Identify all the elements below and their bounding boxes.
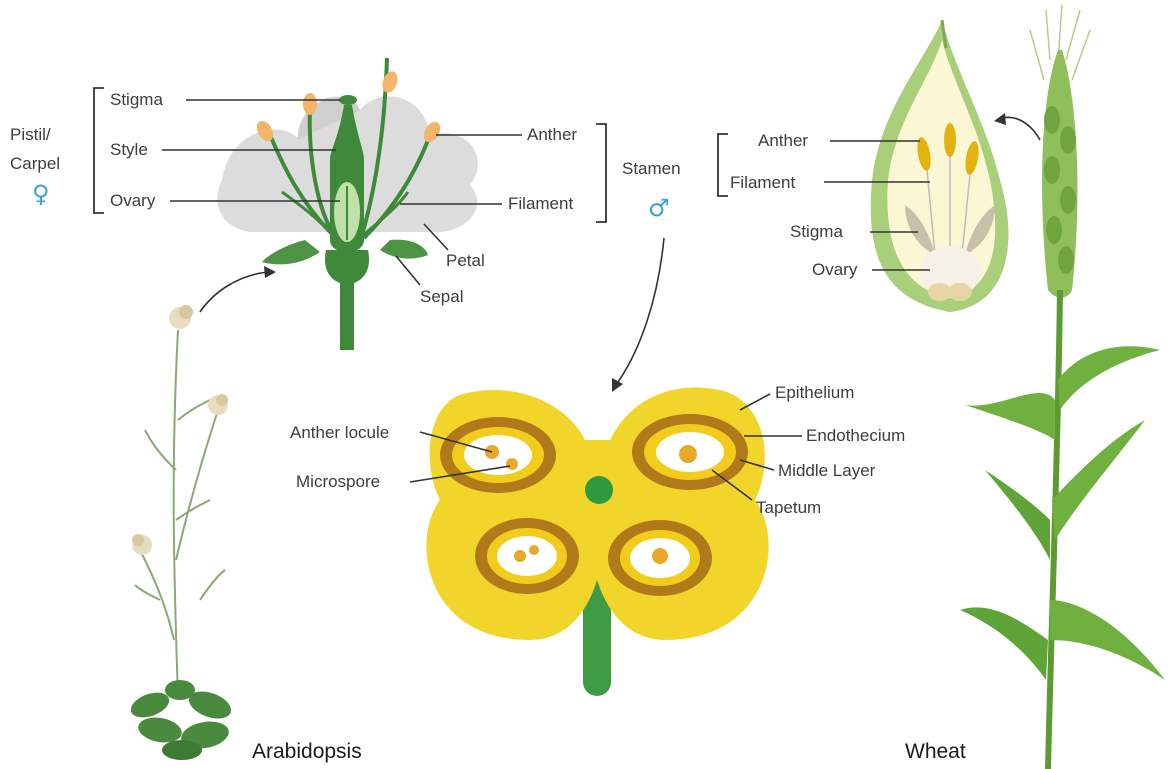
pistil-bracket: [94, 88, 104, 213]
sepal-label: Sepal: [420, 287, 463, 306]
arabidopsis-plant-illustration: [135, 330, 225, 700]
male-symbol-icon: ♂: [648, 194, 670, 222]
pistil-label: Pistil/: [10, 125, 51, 144]
wheat-ovary-label: Ovary: [812, 260, 858, 279]
wheat-floret-bracket: [718, 134, 728, 196]
arabidopsis-arrowhead-icon: [264, 266, 276, 278]
anther-label: Anther: [527, 125, 577, 144]
ovary-label: Ovary: [110, 191, 156, 210]
style-label: Style: [110, 140, 148, 159]
tapetum-label: Tapetum: [756, 498, 821, 517]
anther-locule-label: Anther locule: [290, 423, 389, 442]
wheat-anther-label: Anther: [758, 131, 808, 150]
endothecium-label: Endothecium: [806, 426, 905, 445]
wheat-plant-illustration: [960, 5, 1165, 769]
microspore-label: Microspore: [296, 472, 380, 491]
arabidopsis-arrow: [200, 272, 268, 312]
female-symbol-icon: ♀: [32, 180, 50, 208]
wheat-stigma-label: Stigma: [790, 222, 843, 241]
petal-label: Petal: [446, 251, 485, 270]
wheat-label: Wheat: [905, 740, 966, 763]
epithelium-leader-line: [740, 394, 770, 410]
wheat-filament-label: Filament: [730, 173, 795, 192]
carpel-label: Carpel: [10, 154, 60, 173]
arabidopsis-rosette: [127, 680, 234, 760]
middle-layer-label: Middle Layer: [778, 461, 876, 480]
stamen-to-anther-arrow: [618, 238, 664, 382]
wheat-arrowhead-icon: [994, 113, 1006, 125]
sepal-leader-line: [396, 256, 420, 285]
epithelium-label: Epithelium: [775, 383, 854, 402]
filament-label: Filament: [508, 194, 573, 213]
wheat-floret-illustration: [871, 20, 1009, 312]
stigma-label: Stigma: [110, 90, 163, 109]
anther-cross-section-illustration: [426, 387, 768, 696]
arabidopsis-label: Arabidopsis: [252, 740, 362, 763]
wheat-arrow: [1002, 117, 1040, 140]
stamen-bracket: [596, 124, 606, 222]
stamen-label: Stamen: [622, 159, 681, 178]
anther-arrowhead-icon: [612, 378, 623, 392]
